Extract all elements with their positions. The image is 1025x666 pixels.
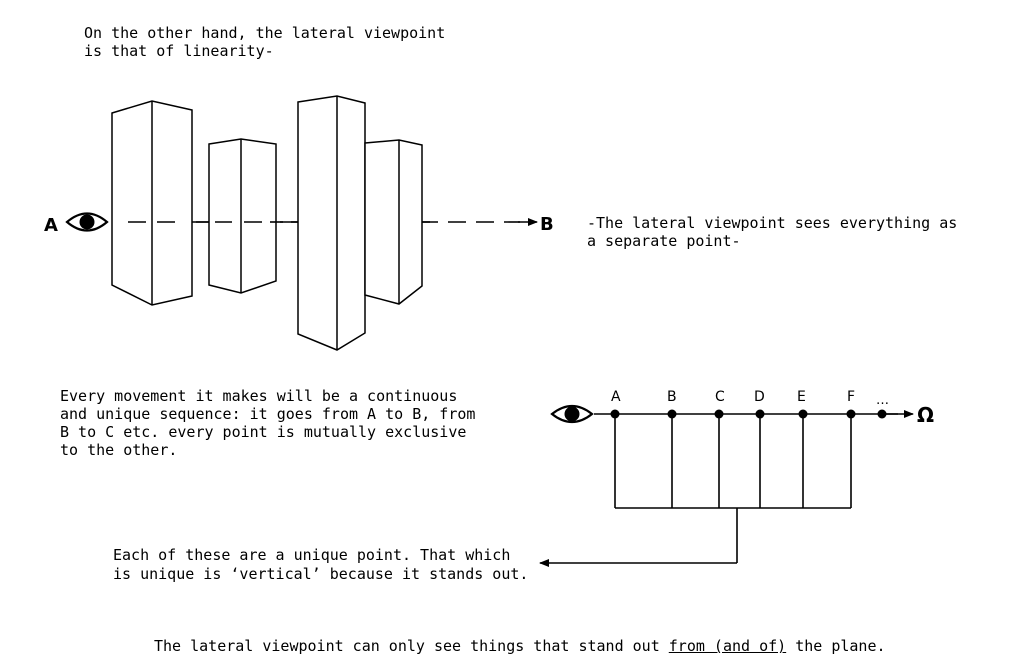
panel-2 bbox=[208, 138, 277, 294]
footer-before: The lateral viewpoint can only see thing… bbox=[154, 637, 669, 655]
footer-after: the plane. bbox=[786, 637, 886, 655]
unique-point-bracket bbox=[539, 414, 852, 567]
point-label-f: F bbox=[847, 389, 855, 405]
movement-line-3: B to C etc. every point is mutually excl… bbox=[60, 423, 467, 441]
point-label-ellipsis: … bbox=[876, 393, 889, 408]
movement-line-2: and unique sequence: it goes from A to B… bbox=[60, 405, 476, 423]
lateral-caption-line-1: -The lateral viewpoint sees everything a… bbox=[587, 214, 958, 232]
movement-line-1: Every movement it makes will be a contin… bbox=[60, 387, 458, 405]
point-label-e: E bbox=[797, 389, 806, 405]
intro-line-2: is that of linearity- bbox=[84, 42, 274, 60]
panel-4 bbox=[364, 139, 423, 305]
unique-line-1: Each of these are a unique point. That w… bbox=[113, 546, 511, 564]
movement-line-4: to the other. bbox=[60, 441, 178, 459]
footer-underlined: from (and of) bbox=[668, 637, 787, 655]
point-label-b: B bbox=[667, 389, 677, 405]
unique-paragraph: Each of these are a unique point. That w… bbox=[113, 546, 528, 584]
eye-icon bbox=[65, 212, 109, 232]
unique-line-2: is unique is ‘vertical’ because it stand… bbox=[113, 565, 529, 583]
omega-label: Ω bbox=[917, 403, 934, 427]
point-extra bbox=[877, 409, 887, 419]
lateral-caption: -The lateral viewpoint sees everything a… bbox=[587, 214, 957, 250]
lateral-caption-line-2: a separate point- bbox=[587, 232, 741, 250]
panel-1 bbox=[111, 100, 193, 306]
footer-text: The lateral viewpoint can only see thing… bbox=[154, 637, 886, 655]
point-label-d: D bbox=[754, 389, 765, 405]
intro-line-1: On the other hand, the lateral viewpoint bbox=[84, 24, 446, 42]
point-label-c: C bbox=[715, 389, 725, 405]
intro-text: On the other hand, the lateral viewpoint… bbox=[84, 24, 445, 60]
top-end-label: B bbox=[540, 214, 554, 235]
point-label-a: A bbox=[611, 389, 621, 405]
panel-3 bbox=[297, 95, 366, 351]
sequence-eye-icon bbox=[550, 404, 594, 424]
movement-paragraph: Every movement it makes will be a contin… bbox=[60, 387, 475, 459]
top-start-label: A bbox=[44, 215, 58, 236]
